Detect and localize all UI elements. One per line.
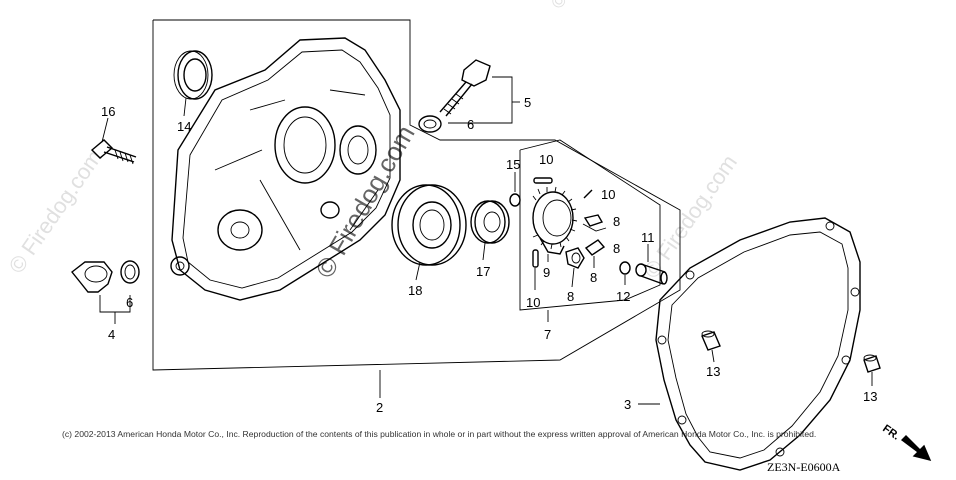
callout-4: 4: [108, 327, 115, 342]
svg-text:FR.: FR.: [880, 423, 901, 443]
callout-3: 3: [624, 397, 631, 412]
governor-weight-8b: [584, 239, 606, 256]
governor-shaft-11: [635, 263, 668, 285]
governor-gear-9: [532, 186, 578, 255]
callout-5: 5: [524, 95, 531, 110]
front-direction-arrow-icon: [900, 435, 932, 462]
callout-8-c: 8: [567, 289, 574, 304]
governor-weight-8a: [582, 214, 607, 232]
pin-10-mid: [583, 189, 593, 199]
copyright-notice: (c) 2002-2013 American Honda Motor Co., …: [62, 429, 816, 439]
watermark-topleft: ©: [547, 0, 571, 12]
callout-8-d: 8: [613, 241, 620, 256]
callout-6-top: 6: [467, 117, 474, 132]
callout-10-bottom: 10: [526, 295, 540, 310]
oil-filler-cap-4: [71, 261, 113, 293]
callout-10-mid: 10: [601, 187, 615, 202]
dowel-pin-13b: [863, 354, 881, 373]
pin-10-top: [533, 177, 553, 184]
leader-13a: [711, 349, 715, 363]
governor-holder-8c: [565, 247, 585, 269]
callout-15: 15: [506, 157, 520, 172]
bracket-5: [448, 76, 513, 124]
leader-8-c: [571, 267, 575, 288]
callout-9: 9: [543, 265, 550, 280]
callout-11: 11: [641, 230, 655, 245]
svg-text:© Firedog.com: © Firedog.com: [4, 145, 107, 278]
o-ring-6-top: [418, 115, 442, 133]
callout-18: 18: [408, 283, 422, 298]
callout-8-a: 8: [613, 214, 620, 229]
watermark-left: © Firedog.com: [4, 145, 107, 278]
callout-14: 14: [177, 119, 191, 134]
assembly-outline-7: [519, 139, 661, 311]
leader-18: [415, 261, 421, 281]
callout-12: 12: [616, 289, 630, 304]
leader-14: [183, 97, 187, 117]
callout-16: 16: [101, 104, 115, 119]
flange-bolt-16: [90, 139, 137, 165]
ball-bearing-18: [391, 184, 467, 266]
o-ring-6-left: [120, 260, 140, 284]
oil-seal-14: [173, 50, 213, 100]
callout-6-left: 6: [126, 295, 133, 310]
callout-8-b: 8: [590, 270, 597, 285]
watermark-right: © Firedog.com: [639, 150, 742, 283]
drawing-code: ZE3N-E0600A: [767, 460, 841, 474]
callout-17: 17: [476, 264, 490, 279]
pin-10-bottom: [532, 249, 539, 268]
front-direction-label: FR.: [880, 423, 901, 443]
callout-10-top: 10: [539, 152, 553, 167]
ball-bearing-17: [470, 200, 510, 244]
oil-level-gauge-5: [439, 59, 491, 117]
callout-13-b: 13: [863, 389, 877, 404]
gasket-3: [655, 217, 861, 471]
leader-17: [482, 242, 486, 261]
leader-16: [101, 117, 109, 143]
dowel-pin-13a: [701, 330, 721, 351]
washer-12: [619, 261, 631, 275]
washer-15: [509, 193, 521, 207]
svg-text:© Firedog.com: © Firedog.com: [639, 150, 742, 283]
svg-text:©: ©: [547, 0, 571, 12]
assembly-outline-2: [152, 19, 681, 371]
crankcase-cover: [170, 37, 401, 301]
callout-7: 7: [544, 327, 551, 342]
callout-13-a: 13: [706, 364, 720, 379]
callout-2: 2: [376, 400, 383, 415]
